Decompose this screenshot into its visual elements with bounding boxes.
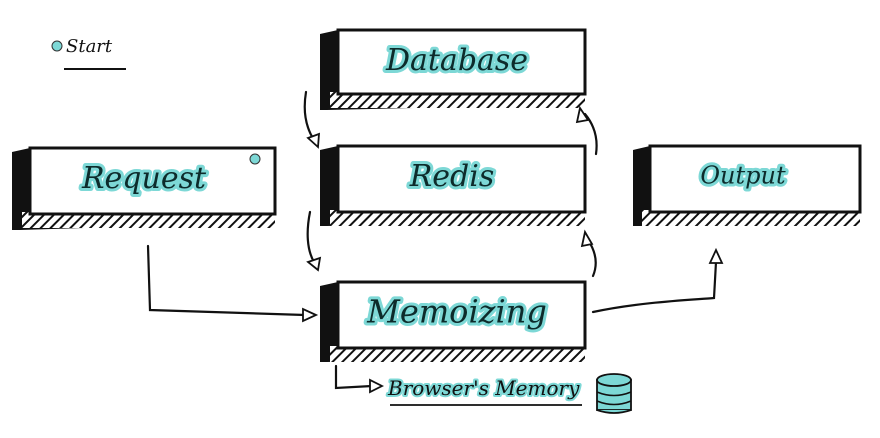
edge-request-memoizing: [146, 244, 307, 317]
arrow-head: [369, 378, 385, 394]
database-cylinder-icon: [596, 373, 632, 414]
arrow-head: [302, 307, 319, 323]
edge-database-redis: [303, 90, 316, 142]
edge-redis-database: [583, 112, 598, 156]
legend-start: Start: [51, 36, 126, 70]
node-database-label: Database: [385, 43, 528, 78]
node-request: Request: [12, 146, 277, 230]
node-request-label: Request: [81, 161, 207, 196]
node-output: Output: [633, 144, 862, 226]
edge-memoizing-storage: [334, 364, 374, 390]
node-redis: Redis: [320, 144, 587, 226]
node-redis-label: Redis: [409, 159, 495, 194]
start-label: Start: [66, 36, 113, 57]
node-memoizing-label: Memoizing: [366, 293, 547, 331]
edge-memoizing-output: [591, 260, 718, 314]
edges: [146, 90, 724, 394]
arrow-head: [306, 132, 321, 149]
arrow-head: [580, 229, 594, 248]
storage-label: Browser's Memory: [387, 376, 580, 400]
start-marker-icon: [249, 153, 261, 165]
storage: Browser's Memory: [385, 373, 632, 414]
arrow-head: [708, 247, 724, 264]
node-memoizing: Memoizing: [320, 280, 587, 362]
start-dot-icon: [51, 40, 63, 52]
arrow-head: [575, 105, 590, 124]
node-database: Database: [320, 28, 587, 110]
edge-redis-memoizing: [306, 210, 316, 264]
node-output-label: Output: [700, 162, 786, 190]
arrow-head: [306, 256, 322, 272]
